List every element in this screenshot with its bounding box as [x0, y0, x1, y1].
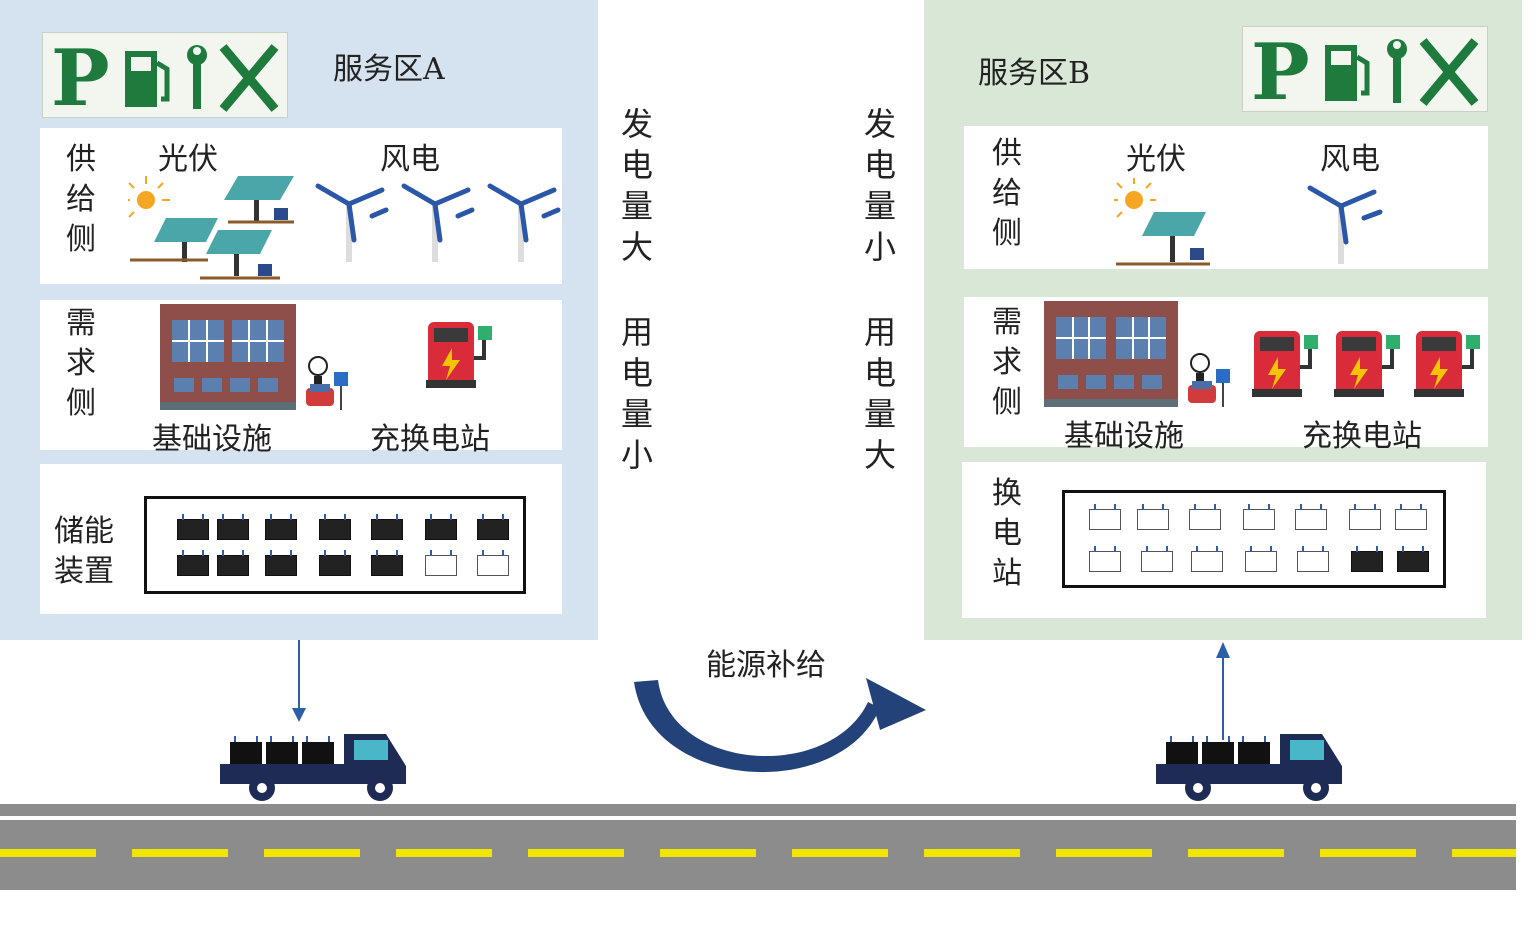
battery-truck-icon [1156, 734, 1342, 801]
charging-station-icon [1414, 331, 1480, 397]
zone-b-battery-rack [1062, 490, 1446, 588]
zone-b-title: 服务区B [978, 56, 1091, 91]
fork-knife-icon [1419, 38, 1479, 106]
solar-panel-icon [1114, 178, 1210, 266]
building-icon [1044, 301, 1178, 407]
wind-turbine-icon [1307, 185, 1383, 264]
zone-a-title: 服务区A [333, 52, 445, 87]
zone-a-supply-panel: 供给侧 光伏 风电 [40, 128, 562, 284]
zone-a-storage-panel: 储能装置 [40, 464, 562, 614]
logo-letter: P [51, 33, 110, 117]
zone-b-supply-label: 供给侧 [992, 136, 1022, 251]
zone-a-demand-label: 需求侧 [66, 306, 96, 421]
battery-cell [425, 550, 457, 576]
service-logo-b: P [1242, 26, 1488, 118]
battery-cell [371, 550, 403, 576]
battery-cell [1243, 504, 1275, 530]
battery-cell [1295, 504, 1327, 530]
charging-station-icon [1334, 331, 1400, 397]
zone-b-swap-panel: 换电站 [962, 462, 1486, 618]
battery-cell [1141, 546, 1173, 572]
zone-b-demand-panel: 需求侧 基础设施 充换电站 [964, 297, 1488, 454]
battery-cell [265, 514, 297, 540]
zone-a-wind-label: 风电 [380, 142, 440, 177]
battery-cell [1089, 546, 1121, 572]
energy-supply-arrow-icon [634, 678, 926, 773]
repair-tool-icon [187, 45, 207, 109]
battery-cell [1089, 504, 1121, 530]
zone-b-wind-label: 风电 [1320, 142, 1380, 177]
zone-b-infra-label: 基础设施 [1064, 419, 1184, 454]
service-logo-icon: P [1251, 27, 1479, 118]
fuel-pump-icon [1325, 45, 1370, 101]
zone-b-station-label: 充换电站 [1302, 419, 1422, 454]
zone-a-demand-panel: 需求侧 基础设施 充换电站 [40, 300, 562, 457]
battery-cell [371, 514, 403, 540]
a-consumption-text: 用电量小 [620, 313, 653, 474]
fuel-pump-icon [125, 51, 170, 107]
charging-station-icon [426, 322, 492, 388]
battery-truck-icon [220, 734, 406, 801]
zone-b-supply-panel: 供给侧 光伏 风电 [964, 126, 1488, 269]
service-logo-a: P [42, 32, 288, 124]
battery-cell [1297, 546, 1329, 572]
battery-cell [177, 550, 209, 576]
logo-letter: P [1251, 27, 1310, 111]
charging-station-icon [1252, 331, 1318, 397]
down-arrow-icon [292, 640, 306, 722]
zone-a-battery-rack [144, 496, 526, 594]
battery-cell [319, 514, 351, 540]
battery-cell [425, 514, 457, 540]
battery-cell [1189, 504, 1221, 530]
lane-marking [0, 849, 1516, 857]
battery-cell [1137, 504, 1169, 530]
battery-cell [1245, 546, 1277, 572]
zone-a-station-label: 充换电站 [370, 422, 490, 457]
parking-car-icon [1188, 353, 1230, 407]
b-consumption-text: 用电量大 [863, 313, 896, 474]
battery-cell [1397, 546, 1429, 572]
road-edge-line [0, 816, 1516, 820]
zone-b-swap-label: 换电站 [992, 476, 1022, 591]
battery-cell [1395, 504, 1427, 530]
battery-cell [177, 514, 209, 540]
zone-b-demand-label: 需求侧 [992, 305, 1022, 420]
battery-cell [217, 550, 249, 576]
service-area-b: 服务区B P 供给侧 光伏 风电 [924, 0, 1522, 640]
a-generation-text: 发电量大 [620, 105, 653, 266]
zone-a-supply-label: 供给侧 [66, 142, 96, 257]
road [0, 804, 1516, 890]
zone-a-pv-label: 光伏 [158, 142, 218, 177]
battery-cell [477, 550, 509, 576]
repair-tool-icon [1387, 39, 1407, 103]
building-icon [160, 304, 296, 410]
battery-cell [217, 514, 249, 540]
battery-cell [1349, 504, 1381, 530]
b-generation-text: 发电量小 [863, 105, 896, 266]
battery-cell [477, 514, 509, 540]
solar-panel-icon [128, 176, 294, 280]
zone-a-infra-label: 基础设施 [152, 422, 272, 457]
up-arrow-icon [1216, 642, 1230, 740]
service-area-a: P 服务区A 供给侧 光伏 风电 [0, 0, 598, 640]
zone-b-pv-label: 光伏 [1126, 142, 1186, 177]
parking-car-icon [306, 356, 348, 410]
wind-turbine-icon [315, 183, 561, 262]
service-logo-icon: P [51, 33, 279, 124]
zone-a-storage-label: 储能装置 [54, 514, 114, 589]
battery-cell [265, 550, 297, 576]
battery-cell [1191, 546, 1223, 572]
battery-cell [319, 550, 351, 576]
battery-cell [1351, 546, 1383, 572]
energy-supply-label: 能源补给 [706, 648, 826, 683]
fork-knife-icon [219, 44, 279, 112]
